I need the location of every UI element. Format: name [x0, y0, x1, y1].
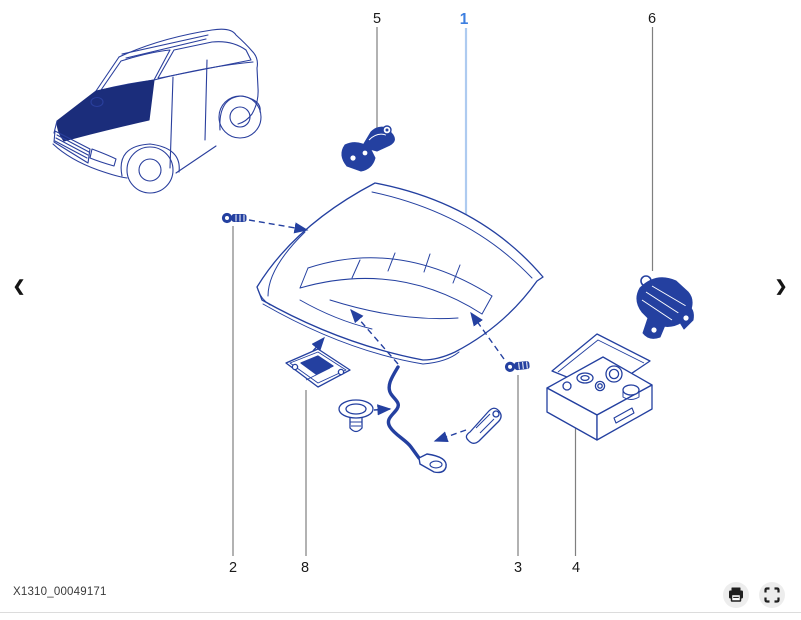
callout-2[interactable]: 2 [229, 560, 237, 576]
rear-wheel [218, 95, 262, 139]
hood-highlight [56, 79, 155, 142]
diagram-code: X1310_00049171 [13, 586, 107, 598]
rod-clip[interactable] [465, 407, 502, 444]
mirror [90, 96, 104, 108]
chevron-right-icon: ❯ [774, 278, 788, 295]
chevron-left-icon: ❮ [12, 278, 26, 295]
callout-6[interactable]: 6 [648, 11, 656, 27]
bracket-part-8[interactable] [285, 348, 351, 388]
fullscreen-icon [764, 587, 780, 603]
assembly-arrows [248, 219, 505, 443]
callout-1-highlighted[interactable]: 1 [460, 11, 469, 28]
printer-icon [729, 587, 743, 602]
callout-3[interactable]: 3 [514, 560, 522, 576]
front-wheel [126, 146, 174, 194]
callout-4[interactable]: 4 [572, 560, 580, 576]
grommet-clip[interactable] [338, 399, 374, 433]
arrow-bolt2-to-hood [248, 219, 309, 234]
next-diagram-button[interactable]: ❯ [770, 275, 792, 299]
arrow-clip-to-rod [433, 429, 467, 443]
arrow-bracket8-to-hood [311, 336, 325, 352]
callout-5[interactable]: 5 [373, 11, 381, 27]
prop-rod[interactable] [386, 365, 447, 474]
footer-divider [0, 612, 801, 613]
arrow-grommet-to-rod [373, 404, 392, 416]
hardware-kit-box-4[interactable] [546, 333, 653, 441]
previous-diagram-button[interactable]: ❮ [8, 275, 30, 299]
vehicle-thumbnail [52, 28, 262, 194]
hood-part-1[interactable] [256, 182, 544, 365]
bottom-callouts: 2 8 3 4 [229, 226, 580, 576]
print-button[interactable] [723, 582, 749, 608]
hinge-part-5[interactable] [341, 125, 395, 172]
callout-8[interactable]: 8 [301, 560, 309, 576]
fullscreen-button[interactable] [759, 582, 785, 608]
arrow-rod-to-hood [350, 308, 399, 365]
top-callouts: 5 1 6 [373, 11, 656, 271]
lock-part-6[interactable] [636, 275, 694, 339]
bolt-part-3[interactable] [504, 360, 530, 372]
bolt-part-2[interactable] [221, 212, 247, 224]
horizontal-scrollbar-track[interactable] [0, 613, 801, 620]
